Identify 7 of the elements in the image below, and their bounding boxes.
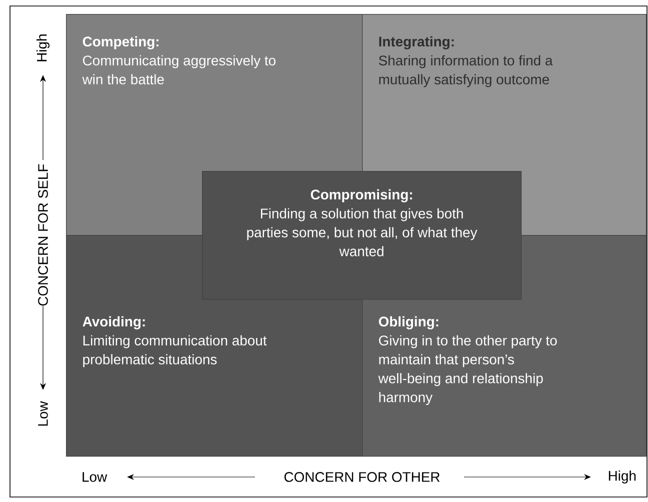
axis-label: High [608,470,636,484]
axis-label: High [36,34,50,62]
center-box: Compromising: Finding a solution that gives both parties some, but not all, of what they wanted [202,171,522,300]
axis-label: Low [82,472,108,482]
axis-label: Low [38,401,48,426]
axis-title: CONCERN FOR SELF [38,164,48,306]
axis-title: CONCERN FOR OTHER [284,472,440,482]
